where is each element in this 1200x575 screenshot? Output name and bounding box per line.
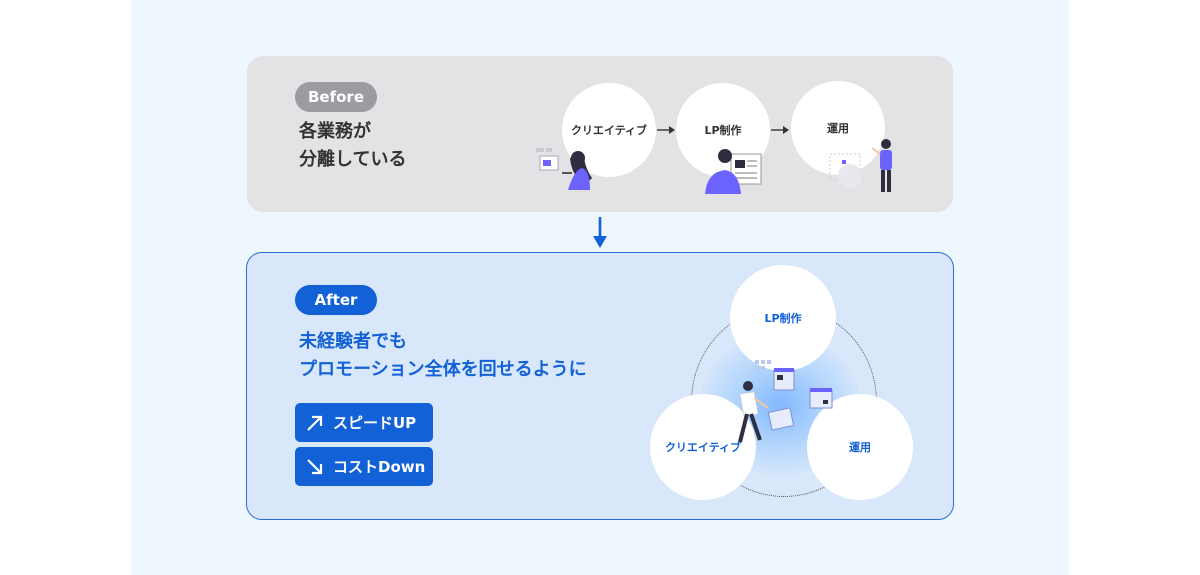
- before-heading-line2: 分離している: [299, 149, 407, 170]
- after-heading: 未経験者でも プロモーション全体を回せるように: [299, 328, 587, 384]
- flow-arrow-icon: [657, 126, 675, 134]
- arrow-up-right-icon: [307, 415, 323, 431]
- after-heading-line1: 未経験者でも: [299, 331, 407, 352]
- after-heading-line2: プロモーション全体を回せるように: [299, 359, 587, 380]
- operator-illustration-icon: [829, 139, 892, 192]
- before-badge: Before: [295, 82, 377, 112]
- cost-down-label: コストDown: [333, 458, 426, 476]
- speed-up-label: スピードUP: [333, 414, 417, 432]
- before-heading-line1: 各業務が: [299, 121, 371, 142]
- before-step-operation: 運用: [791, 81, 885, 175]
- speed-up-button: スピードUP: [295, 403, 433, 442]
- walking-person-illustration-icon: [738, 360, 833, 443]
- after-cycle-lp: LP制作: [730, 265, 836, 371]
- after-cycle-creative: クリエイティブ: [650, 394, 756, 500]
- after-cycle-operation: 運用: [807, 394, 913, 500]
- arrow-down-right-icon: [307, 458, 323, 474]
- flow-arrow-icon: [771, 126, 789, 134]
- lp-designer-illustration-icon: [705, 149, 762, 194]
- designer-illustration-icon: [536, 148, 592, 190]
- cost-down-button: コストDown: [295, 447, 433, 486]
- after-badge: After: [295, 285, 377, 315]
- before-heading: 各業務が 分離している: [299, 118, 406, 174]
- down-arrow-icon: [593, 217, 607, 248]
